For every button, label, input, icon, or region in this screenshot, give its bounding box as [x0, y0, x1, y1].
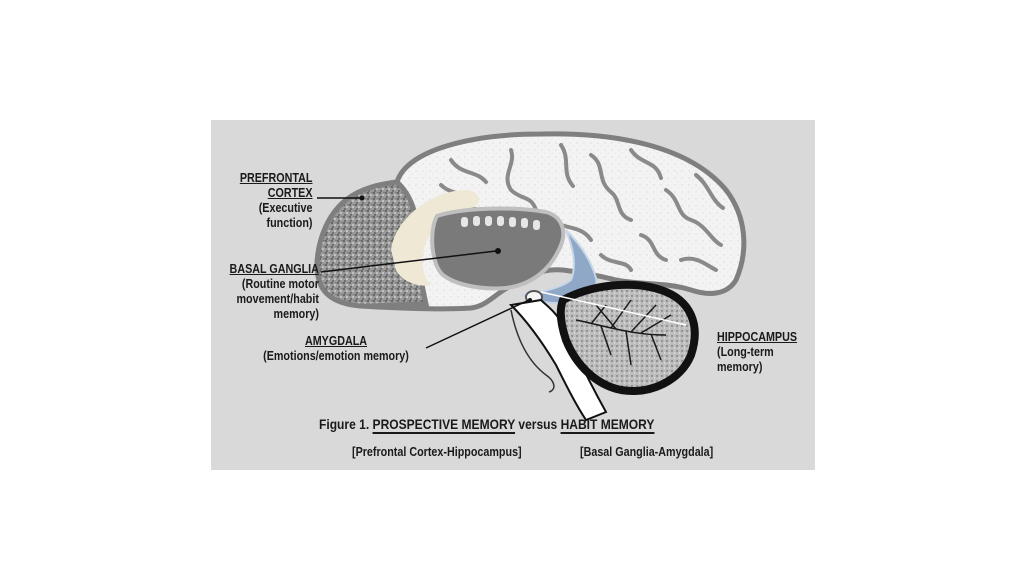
amygdala-pointer: [425, 299, 530, 349]
amygdala-label: AMYGDALA (Emotions/emotion memory): [246, 334, 427, 364]
figure-panel: PREFRONTAL CORTEX (Executive function) B…: [211, 120, 815, 470]
basal-ganglia-desc-line1: (Routine motor: [241, 277, 319, 291]
prefrontal-name-line1: PREFRONTAL: [239, 171, 312, 185]
caption-sub-prospective: [Prefrontal Cortex-Hippocampus]: [352, 445, 522, 459]
amygdala-dot: [528, 298, 532, 302]
prefrontal-name-line2: CORTEX: [267, 186, 312, 200]
figure-caption: Figure 1. PROSPECTIVE MEMORY versus HABI…: [319, 416, 654, 432]
amygdala-desc: (Emotions/emotion memory): [263, 349, 409, 363]
prefrontal-desc-line1: (Executive: [258, 201, 312, 215]
hippocampus-pointer: [540, 291, 687, 326]
caption-versus: versus: [518, 416, 558, 432]
corpus-callosum: [391, 190, 479, 286]
prefrontal-desc-line2: function): [266, 216, 312, 230]
brainstem: [508, 298, 608, 422]
hippocampus-name: HIPPOCAMPUS: [717, 330, 798, 344]
ventricle-teeth: [461, 216, 540, 230]
cerebellum-arbor: [575, 299, 672, 366]
prefrontal-label: PREFRONTAL CORTEX (Executive function): [239, 171, 312, 231]
pointer-lines: [317, 197, 530, 349]
amygdala-name: AMYGDALA: [304, 334, 368, 348]
hippocampus-desc-line1: (Long-term: [717, 345, 774, 359]
brain-sagittal-diagram: [314, 131, 747, 422]
pituitary-stalk: [510, 309, 555, 393]
prefrontal-dot: [359, 195, 365, 201]
caption-sub-habit: [Basal Ganglia-Amygdala]: [580, 445, 714, 459]
basal-ganglia-name: BASAL GANGLIA: [229, 262, 319, 276]
basal-ganglia-label: BASAL GANGLIA (Routine motor movement/ha…: [230, 262, 319, 322]
hippocampus-desc-line2: memory): [717, 360, 763, 374]
basal-ganglia-pointer: [320, 250, 497, 273]
hippocampus-label: HIPPOCAMPUS (Long-term memory): [717, 330, 797, 375]
basal-ganglia-desc-line3: memory): [273, 307, 319, 321]
caption-term-habit: HABIT MEMORY: [560, 416, 655, 432]
basal-ganglia-dot: [495, 248, 501, 254]
caption-term-prospective: PROSPECTIVE MEMORY: [372, 416, 516, 432]
basal-ganglia-desc-line2: movement/habit: [236, 292, 319, 306]
caption-prefix: Figure 1.: [319, 416, 370, 432]
